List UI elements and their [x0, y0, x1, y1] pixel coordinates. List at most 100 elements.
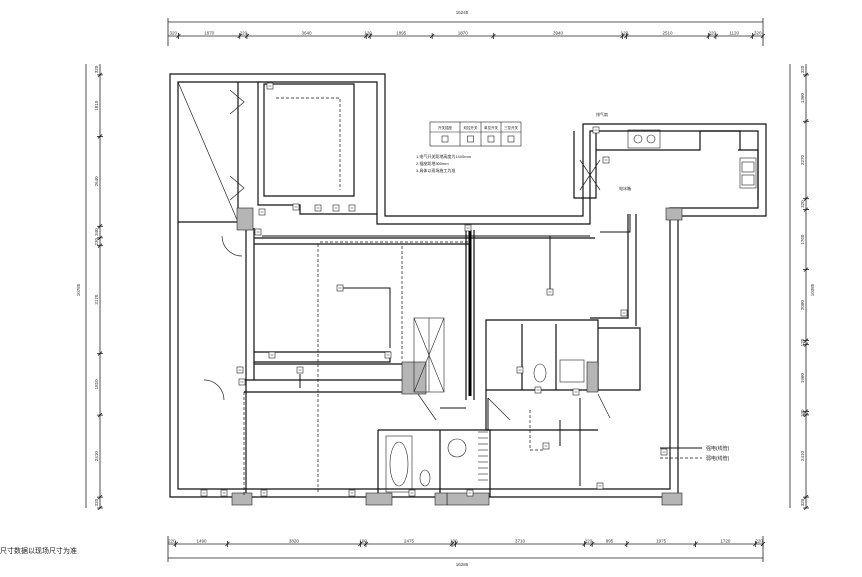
door-swing: [597, 393, 611, 419]
bathtub: [385, 435, 413, 493]
bottom-dim-label: 220: [585, 539, 593, 544]
strong-current-wiring: [262, 214, 631, 486]
top-total-dim: 16245: [456, 10, 469, 15]
bottom-dim-slash: [760, 541, 766, 547]
weak-current-wiring: [243, 97, 545, 496]
bottom-dim-label: 220: [168, 539, 176, 544]
right-dim-slash: [803, 412, 809, 418]
switch-icon: [467, 135, 474, 143]
top-dim-label: 220: [708, 31, 716, 36]
right-dim-label: 2080: [800, 300, 805, 311]
right-dim-slash: [803, 342, 809, 347]
bottom-dim-label: 160: [359, 539, 367, 544]
bottom-dim-slash: [453, 541, 458, 547]
stove: [627, 129, 661, 149]
toilet: [419, 469, 431, 487]
right-dim-label: 1360: [800, 93, 805, 104]
kitchen-tag: 排气扇: [596, 111, 608, 117]
table-header-cell: 开关插座: [438, 125, 452, 130]
left-dim-slash: [97, 412, 103, 418]
cabinet: [413, 317, 445, 393]
right-dim-label: 320: [800, 200, 805, 208]
top-dim-label: 320: [169, 31, 177, 36]
right-dim-slash: [803, 196, 809, 201]
left-dim-label: 320: [94, 65, 99, 73]
bottom-dim-label: 100: [450, 539, 458, 544]
left-dim-slash: [97, 235, 103, 241]
switch-legend-table: [429, 121, 522, 147]
top-dim-label: 1895: [396, 31, 407, 36]
top-dim-slash: [620, 33, 625, 39]
note-line: 1.电气开关距地高度为1400mm: [416, 153, 472, 159]
right-dim-slash: [803, 72, 809, 78]
bottom-dim-label: 1490: [197, 539, 208, 544]
right-dim-slash: [803, 338, 809, 343]
top-dim-slash: [624, 33, 629, 39]
top-dim-slash: [367, 33, 373, 39]
bottom-dim-slash: [363, 541, 369, 547]
switch-icon: [507, 135, 515, 143]
switch-icon: [441, 135, 449, 143]
left-dim-slash: [97, 494, 103, 500]
left-dim-label: 3170: [94, 294, 99, 305]
door-swing: [221, 235, 243, 257]
columns: [231, 207, 683, 506]
note-line: 3.具体以现场施工为准: [416, 167, 455, 173]
table-header-cell: 双控开关: [464, 125, 478, 130]
left-dim-label: 2410: [94, 451, 99, 462]
top-dim-slash: [429, 33, 435, 39]
left-dim-slash: [97, 72, 103, 78]
wiring-legend: 强电(线管) 弱电(线管): [660, 445, 730, 462]
door-swing: [487, 397, 511, 421]
bottom-dim-slash: [449, 541, 455, 547]
note-line: 2.插座距地300mm: [416, 160, 449, 166]
washbasin: [559, 359, 585, 383]
drawing-caption: 尺寸数据以现场尺寸为准: [0, 548, 77, 555]
bottom-dim-slash: [225, 541, 230, 547]
left-dim-slash: [97, 351, 103, 356]
bottom-dim-label: 1720: [720, 539, 731, 544]
right-dim-slash: [803, 505, 809, 511]
top-dim-slash: [491, 33, 496, 39]
left-dim-label: 1810: [94, 379, 99, 390]
left-dim-slash: [97, 224, 103, 229]
top-dim-slash: [750, 33, 755, 39]
table-header-cell: 三控开关: [504, 125, 518, 130]
bottom-dim-label: 2475: [404, 539, 415, 544]
top-dim-slash: [244, 33, 250, 39]
left-total-dim: 10785: [76, 283, 81, 296]
door-swing: [417, 393, 437, 421]
top-dim-label: 3640: [302, 31, 313, 36]
top-dim-label: 120: [621, 31, 629, 36]
right-total-dim: 10385: [810, 283, 815, 296]
bottom-total-dim: 16285: [456, 562, 469, 567]
left-dim-label: 2640: [94, 176, 99, 187]
sink: [739, 157, 757, 189]
right-dim-label: 1960: [800, 373, 805, 384]
top-dim-slash: [176, 33, 181, 39]
right-dim-label: 100: [800, 409, 805, 417]
top-dim-label: 1870: [458, 31, 469, 36]
top-dim-slash: [237, 33, 243, 39]
bottom-dim-label: 1975: [656, 539, 667, 544]
right-dim-label: 2410: [800, 450, 805, 461]
right-dim-slash: [803, 207, 809, 212]
switch-icon: [487, 135, 495, 143]
ref-tag: 电冰箱: [619, 185, 631, 191]
left-dim-label: 1810: [94, 100, 99, 111]
bottom-dim-slash: [624, 541, 630, 547]
top-dim-label: 320: [754, 31, 762, 36]
right-dim-slash: [803, 267, 809, 272]
left-dim-label: 320: [94, 498, 99, 506]
right-dim-label: 320: [800, 65, 805, 73]
right-dim-slash: [803, 409, 809, 414]
top-dim-label: 2510: [663, 31, 674, 36]
toilet: [533, 363, 547, 383]
left-dim-slash: [97, 243, 103, 248]
bottom-dim-slash: [173, 541, 178, 547]
right-dim-label: 120: [800, 338, 805, 346]
bottom-dim-slash: [589, 541, 595, 547]
bottom-dim-label: 3710: [515, 539, 526, 544]
top-dim-label: 1870: [204, 31, 215, 36]
